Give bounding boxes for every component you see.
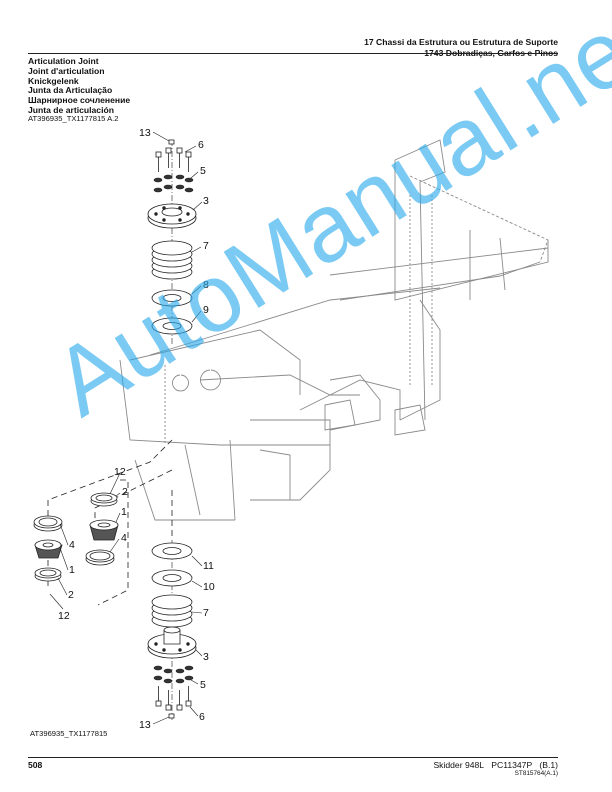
doc-code: ST815764(A.1) — [514, 770, 558, 777]
leader-lines — [49, 131, 203, 725]
part-titles: Articulation Joint Joint d'articulation … — [28, 56, 131, 116]
revision: (B.1) — [539, 760, 558, 770]
callout-mid-1: 1 — [121, 506, 127, 518]
callout-mid-4: 4 — [121, 532, 127, 544]
left-bearing-cup — [34, 567, 62, 582]
callouts: 13 6 5 3 7 8 9 12 2 1 4 4 1 2 12 11 10 7… — [58, 127, 215, 731]
top-cap — [147, 203, 197, 229]
mid-bearing-race — [85, 549, 115, 566]
section-title: 17 Chassi da Estrutura ou Estrutura de S… — [364, 37, 558, 47]
top-washers — [153, 174, 194, 193]
top-shim-8 — [151, 289, 193, 307]
top-shim-9 — [151, 317, 193, 335]
mid-bearing-cone — [89, 519, 119, 541]
callout-left-4: 4 — [69, 539, 75, 551]
page-number: 508 — [28, 760, 43, 770]
callout-left-2: 2 — [68, 589, 74, 601]
title-pt: Junta da Articulação — [28, 85, 113, 96]
left-bearing-race — [33, 515, 63, 532]
mid-bearing-cup — [90, 492, 118, 507]
callout-top-8: 8 — [203, 279, 209, 291]
callout-top-13: 13 — [139, 127, 151, 139]
callout-bot-11: 11 — [203, 560, 214, 572]
bottom-shim-11 — [151, 542, 193, 560]
title-es: Junta de articulación — [28, 104, 114, 115]
figure-ref-bottom: AT396935_TX1177815 — [30, 729, 108, 738]
callout-mid-2: 2 — [122, 486, 128, 498]
catalog-number: PC11347P — [491, 760, 533, 770]
callout-bot-3: 3 — [203, 651, 209, 663]
figure-ref-top: AT396935_TX1177815 A.2 — [28, 114, 119, 123]
callout-bot-6: 6 — [199, 711, 205, 723]
callout-top-7: 7 — [203, 240, 209, 252]
callout-left-12: 12 — [58, 610, 70, 622]
title-ru: Шарнирное сочленение — [28, 95, 131, 106]
machine-name: Skidder 948L — [433, 760, 485, 770]
chassis-frame — [119, 139, 549, 521]
title-en: Articulation Joint — [28, 56, 99, 66]
callout-bot-10: 10 — [203, 581, 215, 593]
callout-left-1: 1 — [69, 564, 75, 576]
left-bearing-cone — [34, 539, 63, 559]
callout-bot-13: 13 — [139, 719, 151, 731]
title-de: Knickgelenk — [28, 75, 79, 86]
bottom-cap — [147, 626, 197, 659]
callout-top-3: 3 — [203, 195, 209, 207]
bottom-bolts — [155, 686, 192, 711]
callout-bot-5: 5 — [200, 679, 206, 691]
callout-bot-7: 7 — [203, 607, 209, 619]
top-bolts — [155, 147, 192, 172]
bottom-shims — [151, 594, 193, 628]
bottom-bolt-13 — [168, 713, 175, 719]
callout-top-5: 5 — [200, 165, 206, 177]
callout-mid-12: 12 — [114, 466, 126, 478]
bottom-shim-10 — [151, 569, 193, 587]
footer-rule — [28, 757, 558, 758]
bottom-washers — [153, 665, 194, 684]
header-rule — [28, 53, 558, 54]
callout-top-9: 9 — [203, 304, 209, 316]
callout-top-6: 6 — [198, 139, 204, 151]
top-bolt-13 — [168, 139, 175, 145]
title-fr: Joint d'articulation — [28, 65, 105, 76]
top-shims — [151, 240, 193, 280]
footer-info: Skidder 948L PC11347P (B.1) ST815764(A.1… — [433, 760, 558, 777]
